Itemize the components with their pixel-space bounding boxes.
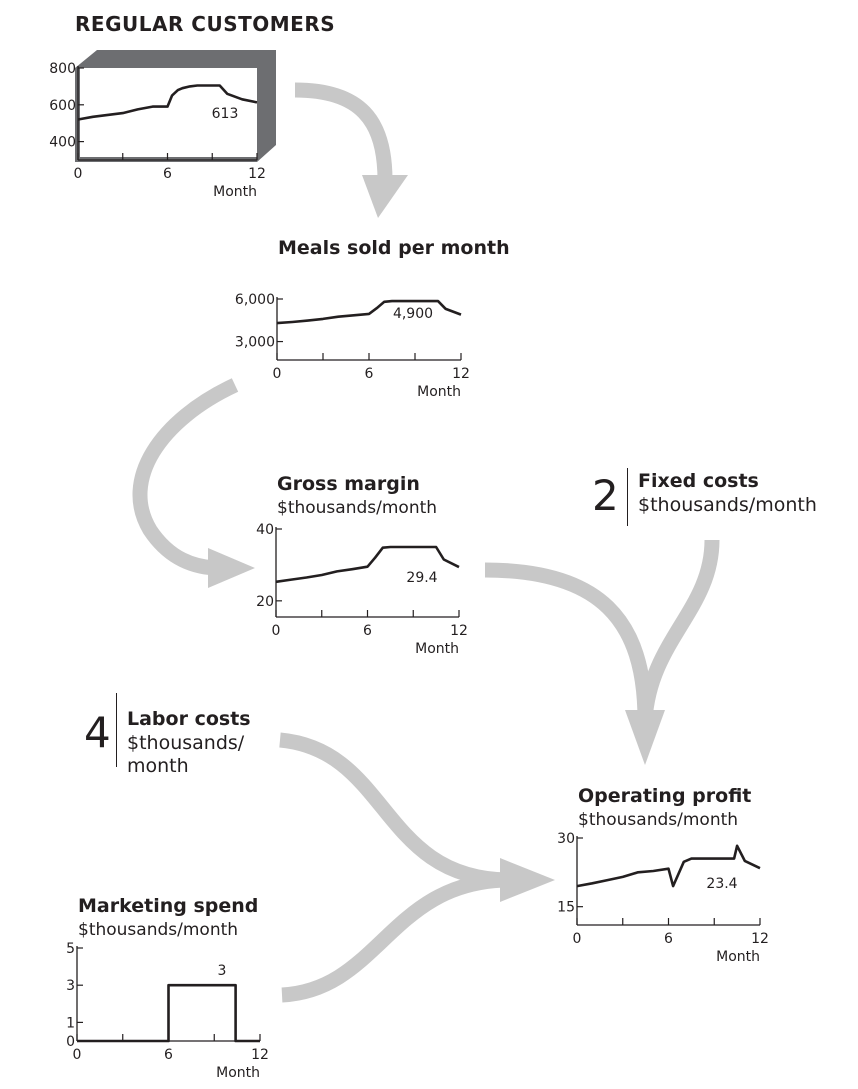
- arrow-customers-to-meals: [294, 82, 393, 181]
- arrowhead-icon: [208, 548, 255, 588]
- x-axis-label: Month: [216, 1065, 260, 1081]
- gross-margin-title: Gross margin: [277, 473, 420, 495]
- meals-title: Meals sold per month: [278, 237, 510, 259]
- divider: [627, 468, 628, 526]
- x-tick-label: 0: [73, 1047, 82, 1063]
- y-tick-label: 0: [66, 1034, 75, 1050]
- customers-title: REGULAR CUSTOMERS: [75, 12, 336, 36]
- marketing-series-line: [77, 983, 260, 1043]
- y-tick-label: 15: [557, 900, 575, 916]
- x-tick-label: 12: [251, 1047, 269, 1063]
- marketing-unit: $thousands/month: [78, 920, 239, 940]
- arrow-labor-to-profit: [279, 732, 511, 888]
- fixed-costs-label: Fixed costs: [638, 470, 759, 492]
- labor-costs-unit: $thousands/: [127, 732, 245, 754]
- x-tick-label: 12: [450, 623, 468, 639]
- labor-costs-unit-2: month: [127, 755, 189, 777]
- arrowheads: [208, 175, 665, 902]
- labor-costs-value: 4: [84, 708, 111, 757]
- end-value-label: 613: [212, 106, 239, 122]
- customers-frame: [75, 50, 276, 162]
- arrow-margin-to-profit: [484, 562, 653, 721]
- x-tick-label: 12: [452, 366, 470, 382]
- operating_profit-series-line: [576, 844, 761, 888]
- gross_margin-series-line: [275, 545, 460, 584]
- y-tick-label: 1: [66, 1015, 75, 1031]
- arrowhead-icon: [500, 858, 555, 902]
- end-value-label: 4,900: [393, 306, 433, 322]
- arrowhead-icon: [625, 710, 665, 765]
- customers-series-line: [77, 84, 258, 121]
- x-tick-label: 6: [163, 166, 172, 182]
- operating-profit-title: Operating profit: [578, 785, 752, 807]
- divider: [116, 693, 117, 767]
- x-axis-label: Month: [716, 949, 760, 965]
- end-value-label: 3: [218, 963, 227, 979]
- operating-profit-unit: $thousands/month: [578, 810, 739, 830]
- arrow-meals-to-margin: [132, 378, 239, 576]
- y-tick-label: 5: [66, 941, 75, 957]
- arrowhead-icon: [362, 175, 408, 218]
- fixed-costs-unit: $thousands/month: [638, 494, 817, 516]
- y-tick-label: 40: [256, 522, 274, 538]
- flow-arrows: [132, 82, 720, 1003]
- arrow-fixed-to-profit: [637, 539, 720, 721]
- x-tick-label: 0: [273, 366, 282, 382]
- x-axis-label: Month: [417, 384, 461, 400]
- y-tick-label: 6,000: [235, 292, 275, 308]
- x-tick-label: 6: [664, 931, 673, 947]
- x-tick-label: 6: [363, 623, 372, 639]
- end-value-label: 29.4: [406, 570, 437, 586]
- end-value-label: 23.4: [706, 876, 737, 892]
- meals-series-line: [276, 299, 462, 325]
- x-axis-label: Month: [213, 184, 257, 200]
- gross-margin-unit: $thousands/month: [277, 498, 438, 518]
- arrow-marketing-to-profit: [281, 872, 511, 1003]
- x-axis-label: Month: [415, 641, 459, 657]
- marketing-title: Marketing spend: [78, 895, 259, 917]
- y-tick-label: 3: [66, 978, 75, 994]
- x-tick-label: 6: [365, 366, 374, 382]
- y-tick-label: 600: [49, 98, 76, 114]
- x-tick-label: 12: [751, 931, 769, 947]
- y-tick-label: 20: [256, 594, 274, 610]
- labor-costs-label: Labor costs: [127, 708, 251, 730]
- y-tick-label: 400: [49, 135, 76, 151]
- x-tick-label: 0: [272, 623, 281, 639]
- y-tick-label: 3,000: [235, 335, 275, 351]
- x-tick-label: 12: [248, 166, 266, 182]
- x-tick-label: 0: [74, 166, 83, 182]
- x-tick-label: 0: [573, 931, 582, 947]
- y-tick-label: 30: [557, 831, 575, 847]
- fixed-costs-value: 2: [592, 471, 619, 520]
- y-tick-label: 800: [49, 61, 76, 77]
- x-tick-label: 6: [164, 1047, 173, 1063]
